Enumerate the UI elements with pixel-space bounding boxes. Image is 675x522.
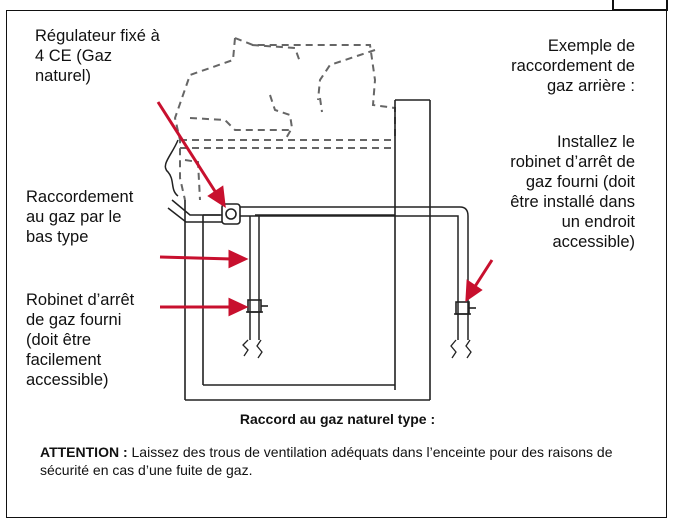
diagram-frame — [6, 10, 667, 518]
regulator-label: Régulateur fixé à 4 CE (Gaz naturel) — [35, 27, 160, 85]
enclosure — [184, 99, 431, 401]
pipe-ends — [242, 339, 472, 359]
diagram-caption: Raccord au gaz naturel type : — [239, 411, 436, 427]
warning-label: ATTENTION : — [40, 444, 128, 460]
bottom-connection-label: Raccordement au gaz par le bas type — [26, 188, 134, 246]
warning-text: Laissez des trous de ventilation adéquat… — [40, 444, 613, 478]
supplied-valve-label: Robinet d’arrêt de gaz fourni (doit être… — [26, 291, 135, 389]
pointer-arrows — [156, 101, 494, 317]
shutoff-valves — [246, 299, 476, 315]
install-valve-label: Installez le robinet d’arrêt de gaz four… — [510, 133, 635, 251]
gas-pipe — [164, 139, 469, 340]
appliance-outline — [173, 37, 396, 201]
warning-note: ATTENTION : Laissez des trous de ventila… — [40, 443, 640, 479]
gas-regulator — [221, 203, 241, 225]
corner-tab — [612, 0, 668, 11]
rear-connection-label: Exemple de raccordement de gaz arrière : — [511, 37, 635, 95]
